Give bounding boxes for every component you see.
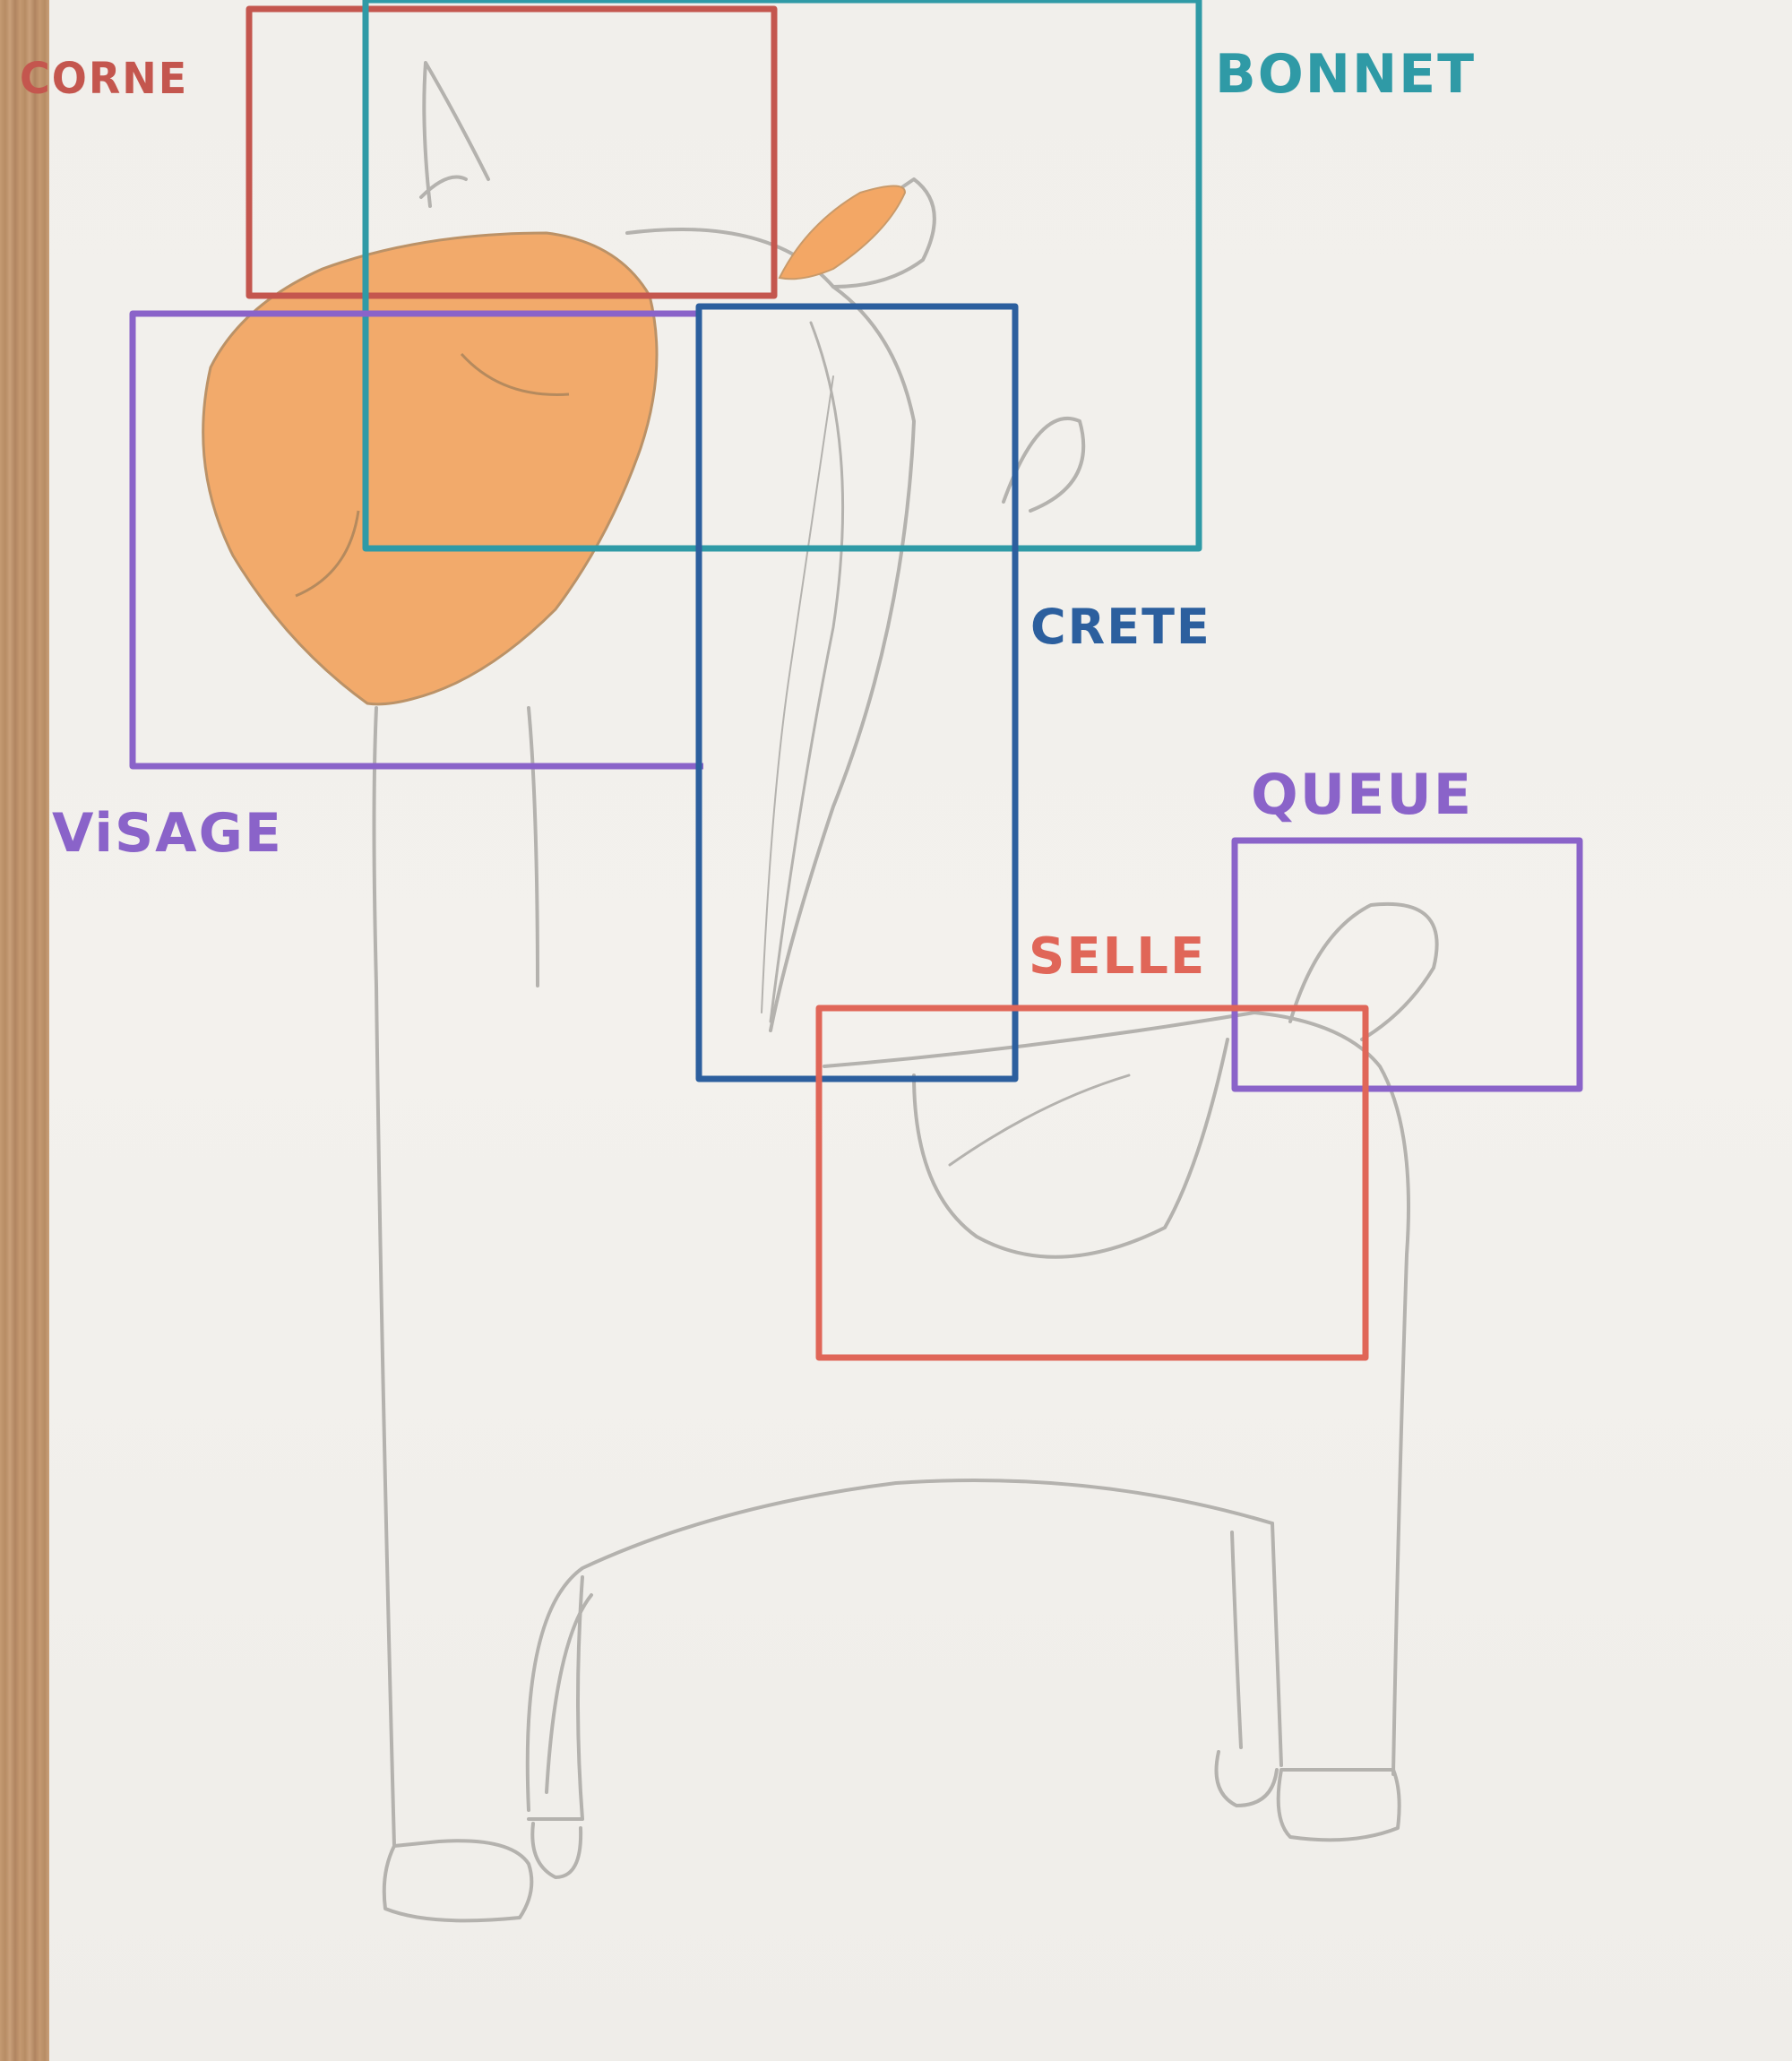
head-shape	[202, 231, 659, 706]
saddle-sketch	[912, 1038, 1229, 1259]
pencil-sketch	[372, 61, 1439, 1923]
bonnet-box	[362, 0, 1202, 552]
mane-lines	[761, 375, 834, 1013]
visage-box	[129, 310, 703, 770]
back-leg-a	[1230, 1522, 1283, 1767]
crete-label: CRETE	[1030, 599, 1211, 655]
crete-box	[695, 303, 1019, 1082]
belly-arch-sketch	[525, 1479, 1274, 1812]
belly-line	[948, 1074, 1131, 1167]
selle-box	[815, 1005, 1369, 1361]
inner-belly	[545, 1593, 593, 1794]
back-hoof-b	[1276, 1768, 1401, 1842]
back-hoof-a	[1214, 1750, 1279, 1807]
head-fill	[202, 185, 907, 706]
visage-label: ViSAGE	[52, 802, 283, 865]
front-leg-sketch	[372, 706, 539, 1848]
horn-sketch	[419, 61, 490, 208]
wooden-table-background	[0, 0, 56, 2061]
bonnet-label: BONNET	[1215, 43, 1477, 106]
corne-box	[246, 5, 778, 299]
nostril-line	[295, 510, 360, 598]
ear-orange	[778, 185, 907, 280]
back-sketch	[823, 1011, 1410, 1776]
queue-label: QUEUE	[1251, 762, 1474, 827]
mane-sketch	[625, 228, 916, 1032]
tail-sketch	[1288, 901, 1439, 1041]
eye-line	[460, 352, 570, 396]
left-hoof	[530, 1822, 583, 1879]
selle-label: SELLE	[1029, 927, 1207, 986]
front-hoof	[382, 1839, 534, 1923]
left-leg	[527, 1575, 584, 1821]
corne-label: CORNE	[20, 52, 189, 104]
ear-right-sketch	[1002, 416, 1086, 513]
neck-front-sketch	[769, 321, 845, 1023]
queue-box	[1231, 837, 1583, 1092]
